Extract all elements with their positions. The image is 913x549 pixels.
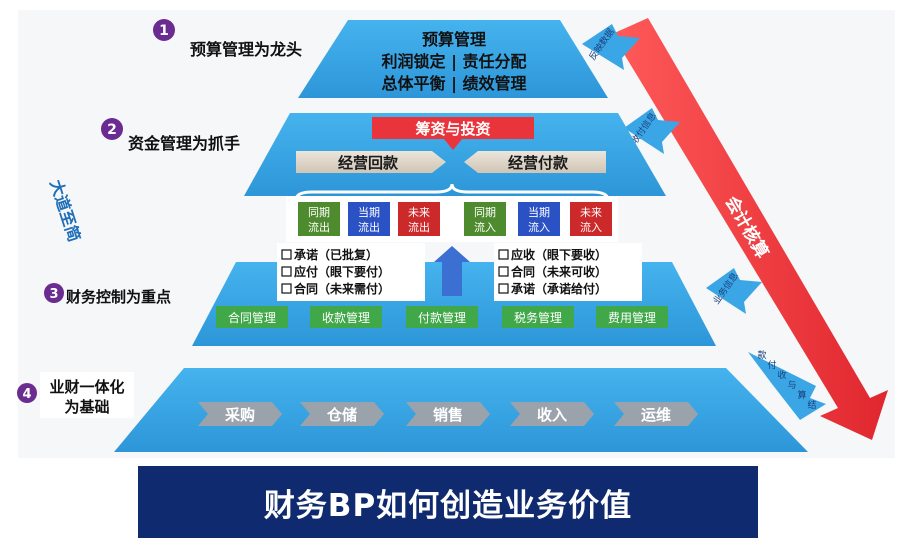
- inflow-label-1: 当期: [528, 205, 550, 219]
- checkbox-icon: [281, 266, 292, 277]
- pyramid-layer-budget: [298, 20, 608, 98]
- process-chevron: [614, 402, 698, 426]
- side-arrow-3: 业务信息: [706, 268, 762, 314]
- level-4-label-line-1: 业财一体化: [49, 378, 124, 396]
- outflow-label-2: 流出: [308, 220, 330, 234]
- level-3-label: 财务控制为重点: [66, 288, 171, 306]
- financing-box: [372, 117, 534, 139]
- banner-title: 财务BP如何创造业务价值: [138, 466, 758, 538]
- level-4-label-line-2: 为基础: [64, 398, 109, 416]
- payables-box: [277, 243, 425, 301]
- inflow-box: [464, 202, 506, 236]
- inflow-label-2: 流入: [528, 220, 550, 234]
- badge-2-number: 2: [107, 122, 117, 138]
- outflow-box: [348, 202, 390, 236]
- cashflow-strip: [286, 196, 618, 242]
- receivable-item: 应收（眼下要收）: [511, 247, 607, 262]
- module-label: 费用管理: [608, 310, 656, 325]
- inflow-label-2: 流入: [580, 220, 602, 234]
- checkbox-icon: [281, 283, 292, 294]
- checkbox-icon: [498, 249, 509, 260]
- receipts-arrow: [296, 151, 446, 173]
- inflow-label-1: 未来: [580, 206, 602, 219]
- receivables-box: [494, 243, 642, 301]
- arrow-char: 算: [797, 389, 806, 401]
- budget-line-2: 利润锁定 | 责任分配: [382, 52, 527, 72]
- outflow-label-1: 未来: [408, 206, 430, 219]
- outflow-label-1: 当期: [358, 205, 380, 219]
- badge-2: [101, 118, 123, 140]
- checkbox-icon: [281, 249, 292, 260]
- arrow-char: 结: [807, 399, 816, 411]
- inflow-box: [570, 202, 612, 236]
- budget-line-3: 总体平衡 | 绩效管理: [382, 74, 527, 94]
- module-box: [310, 306, 382, 328]
- module-label: 付款管理: [418, 310, 466, 325]
- receipts-label: 经营回款: [338, 154, 399, 172]
- process-label: 销售: [433, 406, 463, 424]
- arrow-char: 收: [777, 369, 786, 381]
- badge-3: [44, 283, 64, 303]
- checkbox-icon: [498, 266, 509, 277]
- receivable-item: 合同（未来可收）: [511, 264, 607, 279]
- arrow-char: 付: [767, 360, 776, 371]
- payable-item: 应付（眼下要付）: [294, 264, 390, 279]
- outflow-label-2: 流出: [358, 220, 380, 234]
- financing-down-arrow: [444, 139, 462, 150]
- badge-1: [153, 19, 175, 41]
- process-label: 仓储: [326, 406, 357, 424]
- outflow-label-2: 流出: [408, 220, 430, 234]
- level-2-label: 资金管理为抓手: [128, 134, 240, 153]
- arrow-char: 款: [757, 349, 766, 361]
- inflow-label-2: 流入: [474, 220, 496, 234]
- outflow-box: [298, 202, 340, 236]
- inflow-box: [518, 202, 560, 236]
- module-label: 税务管理: [514, 310, 562, 325]
- inflow-label-1: 同期: [474, 206, 496, 219]
- module-box: [596, 306, 668, 328]
- outflow-label-1: 同期: [308, 206, 330, 219]
- badge-4-number: 4: [22, 387, 31, 402]
- module-label: 收款管理: [322, 310, 370, 325]
- financing-label: 筹资与投资: [415, 120, 490, 138]
- level-4-label-box: [40, 372, 134, 418]
- budget-title: 预算管理: [422, 30, 486, 49]
- payments-label: 经营付款: [508, 154, 569, 172]
- badge-4: [17, 383, 37, 403]
- payments-arrow: [464, 151, 606, 173]
- process-chevron: [198, 402, 282, 426]
- up-arrow: [434, 246, 470, 296]
- process-label: 运维: [641, 406, 671, 424]
- module-box: [502, 306, 574, 328]
- process-chevron: [406, 402, 490, 426]
- badge-1-number: 1: [159, 23, 169, 39]
- process-label: 采购: [224, 406, 255, 424]
- process-chevron: [300, 402, 384, 426]
- module-label: 合同管理: [228, 310, 276, 325]
- receivable-item: 承诺（承诺给付）: [511, 281, 607, 296]
- process-chevron: [510, 402, 594, 426]
- outflow-box: [398, 202, 440, 236]
- payable-item: 合同（未来需付）: [294, 281, 390, 296]
- module-box: [406, 306, 478, 328]
- process-label: 收入: [537, 406, 567, 424]
- badge-3-number: 3: [49, 287, 58, 302]
- checkbox-icon: [498, 283, 509, 294]
- level-1-label: 预算管理为龙头: [190, 40, 302, 59]
- payable-item: 承诺（已批复）: [294, 247, 378, 262]
- module-box: [216, 306, 288, 328]
- accounting-arrow: [612, 18, 888, 440]
- arrow-char: 与: [787, 380, 796, 391]
- pyramid-layer-capital: [244, 113, 666, 196]
- cashflow-brace: [294, 183, 610, 201]
